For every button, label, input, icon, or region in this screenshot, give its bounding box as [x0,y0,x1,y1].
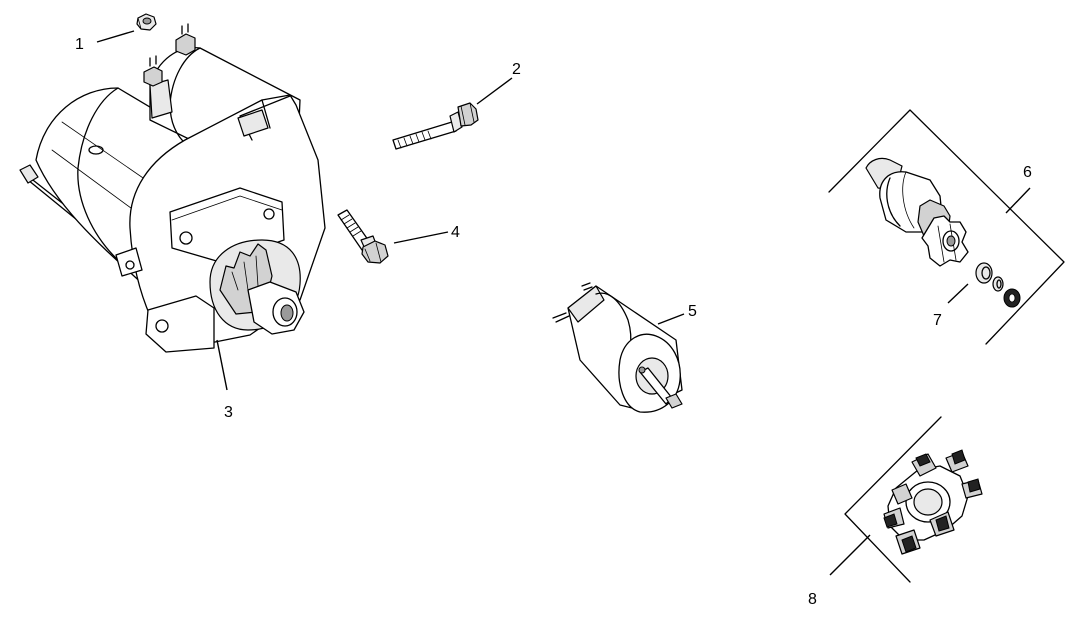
brush-holder-box [844,416,942,583]
short-bolt-part[interactable] [337,209,389,264]
leader-line-1 [96,30,135,43]
drive-kit-box [828,109,1065,345]
nut-part[interactable] [136,13,157,31]
drive-gear-part[interactable] [865,157,969,267]
leader-line-4 [393,231,449,244]
solenoid-part[interactable] [552,282,683,413]
leader-line-5 [657,313,685,325]
washer-set-part[interactable] [975,262,1021,308]
callout-8: 8 [808,591,817,608]
long-bolt-part[interactable] [392,102,479,150]
brush-holder-part[interactable] [883,449,983,555]
callout-3: 3 [224,404,233,421]
starter-motor-part[interactable] [19,23,326,353]
leader-line-6 [1005,187,1031,214]
leader-line-8 [829,534,871,576]
callout-2: 2 [512,61,521,78]
leader-line-7 [947,283,969,304]
callout-7: 7 [933,312,942,329]
callout-4: 4 [451,224,460,241]
leader-line-2 [476,77,513,105]
callout-5: 5 [688,303,697,320]
callout-1: 1 [75,36,84,53]
callout-6: 6 [1023,164,1032,181]
leader-line-3 [216,339,228,391]
